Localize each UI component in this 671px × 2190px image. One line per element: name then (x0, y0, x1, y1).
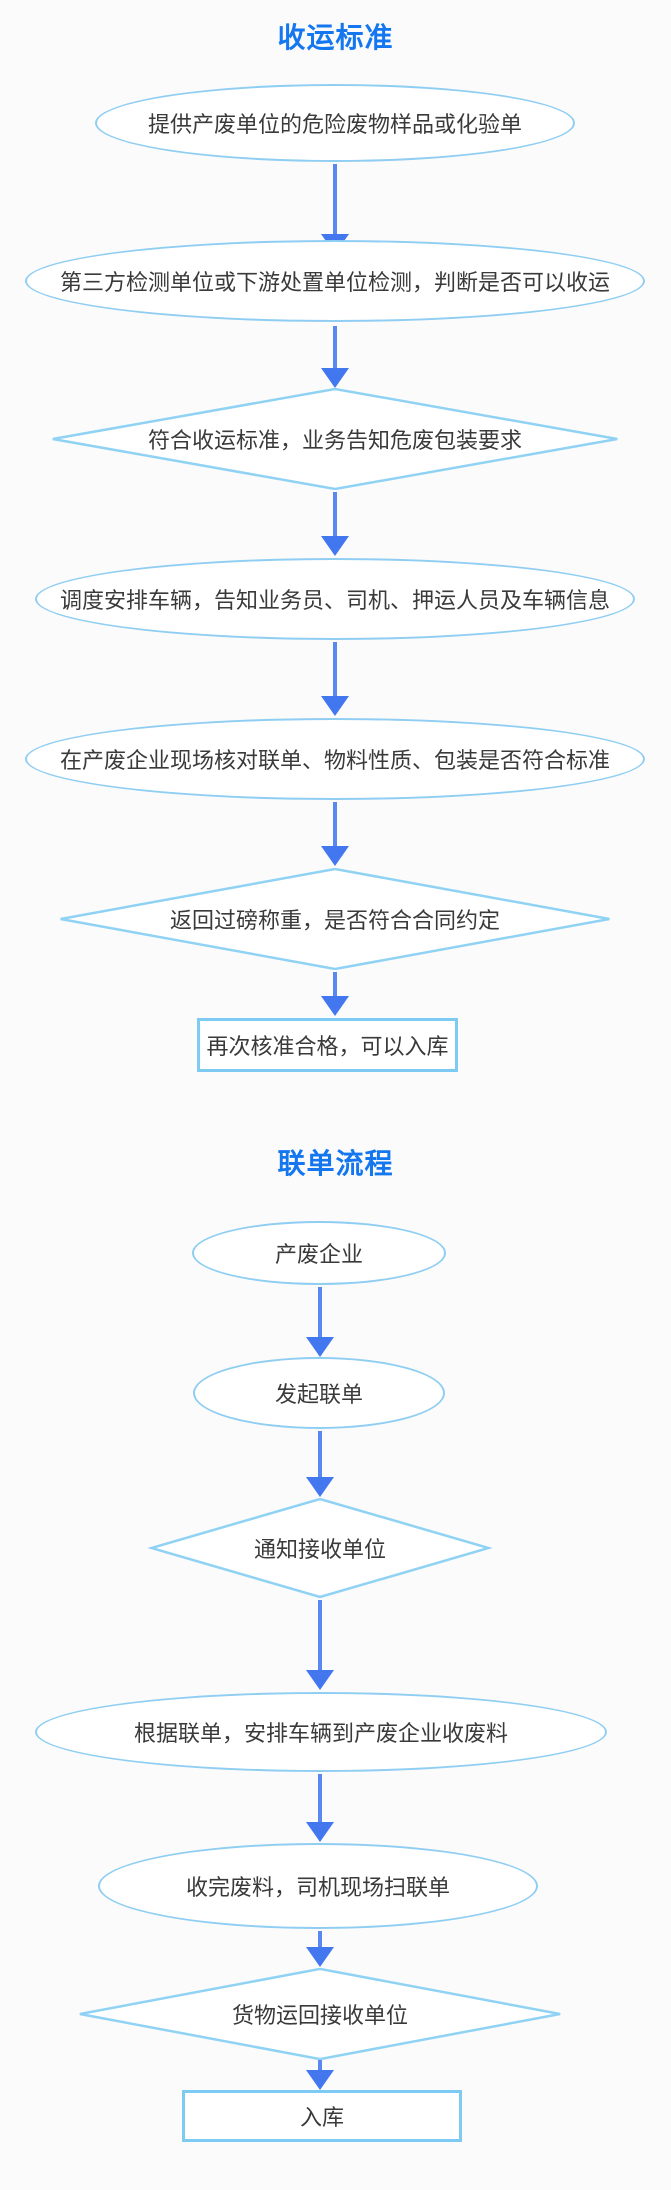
arrow-head (306, 1337, 334, 1357)
c1-step4-label: 调度安排车辆，告知业务员、司机、押运人员及车辆信息 (59, 588, 610, 613)
c2-step1-waste-producer: 产废企业 (192, 1221, 446, 1285)
c2-step3-notify-receiver-decision: 通知接收单位 (148, 1498, 492, 1598)
c2-step7-label: 入库 (299, 2105, 344, 2130)
c2-step7-storage: 入库 (182, 2090, 462, 2142)
c1-step4-dispatch-vehicles: 调度安排车辆，告知业务员、司机、押运人员及车辆信息 (35, 558, 635, 640)
arrow-down-icon (321, 642, 349, 716)
c1-step1-label: 提供产废单位的危险废物样品或化验单 (147, 112, 522, 137)
c1-step1-provide-sample: 提供产废单位的危险废物样品或化验单 (95, 84, 575, 162)
c1-step5-onsite-verify: 在产废企业现场核对联单、物料性质、包装是否符合标准 (25, 718, 645, 800)
c2-step4-arrange-vehicle-pickup: 根据联单，安排车辆到产废企业收废料 (35, 1692, 607, 1772)
arrow-stem (333, 802, 337, 846)
arrow-down-icon (306, 1931, 334, 1967)
arrow-down-icon (321, 492, 349, 556)
c2-step2-initiate-manifest: 发起联单 (193, 1357, 445, 1429)
arrow-stem (333, 642, 337, 696)
arrow-down-icon (321, 326, 349, 388)
arrow-head (306, 1947, 334, 1967)
arrow-stem (333, 164, 337, 234)
arrow-stem (318, 1287, 322, 1337)
diamond-shape (55, 868, 615, 970)
arrow-down-icon (306, 1600, 334, 1690)
c1-step6-label: 返回过磅称重，是否符合合同约定 (169, 908, 500, 933)
arrow-head (321, 696, 349, 716)
arrow-head (321, 846, 349, 866)
arrow-head (306, 1822, 334, 1842)
arrow-stem (333, 492, 337, 536)
c1-step7-label: 再次核准合格，可以入库 (206, 1034, 449, 1059)
arrow-stem (318, 1931, 322, 1947)
chart1-title: 收运标准 (277, 22, 394, 53)
c1-step3-meet-standard-decision: 符合收运标准，业务告知危废包装要求 (47, 388, 623, 490)
arrow-down-icon (306, 1774, 334, 1842)
arrow-head (321, 368, 349, 388)
chart2-title: 联单流程 (277, 1148, 394, 1179)
c2-step6-transport-back-decision: 货物运回接收单位 (75, 1968, 565, 2060)
arrow-head (306, 1670, 334, 1690)
arrow-stem (318, 2060, 322, 2070)
diamond-shape (47, 388, 623, 490)
arrow-down-icon (306, 1287, 334, 1357)
arrow-down-icon (321, 972, 349, 1016)
arrow-down-icon (306, 2060, 334, 2090)
diamond-shape (148, 1498, 492, 1598)
arrow-stem (333, 326, 337, 368)
arrow-stem (318, 1774, 322, 1822)
c2-step2-label: 发起联单 (274, 1382, 363, 1407)
arrow-down-icon (306, 1431, 334, 1497)
c2-step5-driver-scan-manifest: 收完废料，司机现场扫联单 (98, 1843, 538, 1929)
c1-step2-third-party-test: 第三方检测单位或下游处置单位检测，判断是否可以收运 (25, 240, 645, 322)
c2-step4-label: 根据联单，安排车辆到产废企业收废料 (133, 1721, 508, 1746)
c1-step7-approved-storage: 再次核准合格，可以入库 (197, 1018, 458, 1072)
arrow-stem (318, 1600, 322, 1670)
arrow-head (321, 996, 349, 1016)
c2-step5-label: 收完废料，司机现场扫联单 (185, 1875, 450, 1900)
arrow-head (306, 2070, 334, 2090)
arrow-head (321, 536, 349, 556)
c1-step5-label: 在产废企业现场核对联单、物料性质、包装是否符合标准 (59, 748, 610, 773)
c1-step2-label: 第三方检测单位或下游处置单位检测，判断是否可以收运 (59, 270, 610, 295)
diamond-shape (75, 1968, 565, 2060)
c2-step3-label: 通知接收单位 (253, 1537, 386, 1562)
c1-step3-label: 符合收运标准，业务告知危废包装要求 (147, 428, 522, 453)
arrow-head (306, 1477, 334, 1497)
c1-step6-weigh-check-decision: 返回过磅称重，是否符合合同约定 (55, 868, 615, 970)
arrow-down-icon (321, 802, 349, 866)
arrow-stem (318, 1431, 322, 1477)
c2-step6-label: 货物运回接收单位 (231, 2003, 408, 2028)
arrow-stem (333, 972, 337, 996)
c2-step1-label: 产废企业 (274, 1242, 363, 1267)
